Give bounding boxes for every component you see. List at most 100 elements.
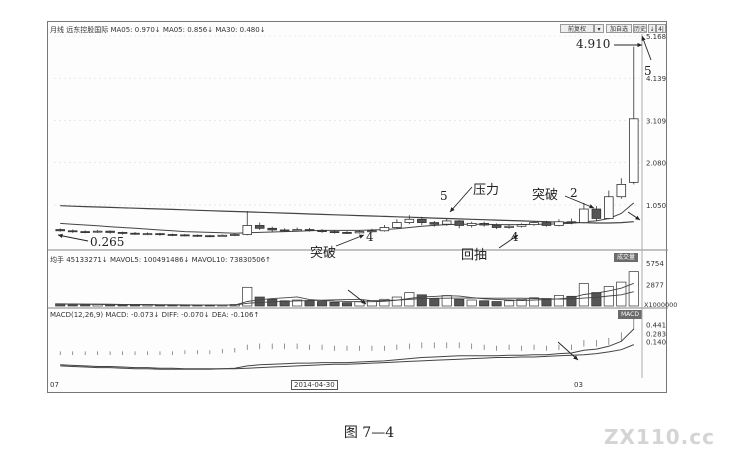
volume-header: 均手 45133271↓ MAVOL5: 100491486↓ MAVOL10:… [50, 256, 272, 264]
macd-tag[interactable]: MACD [618, 310, 642, 319]
volume-bar [341, 302, 353, 307]
volume-bar [242, 286, 253, 307]
candle [242, 225, 253, 235]
volume-tag[interactable]: 成交量 [614, 253, 639, 262]
wave-2-label: 2 [570, 186, 578, 200]
volume-bar [466, 299, 477, 307]
candle [404, 218, 415, 223]
volume-bar [566, 295, 577, 307]
candle [554, 221, 564, 226]
y-tick-label: 0.140 [646, 338, 666, 346]
diff-line [60, 328, 635, 370]
candle [629, 118, 639, 183]
candle [454, 220, 464, 226]
y-tick-label: 3.109 [646, 117, 666, 125]
volume-bar [553, 295, 564, 307]
y-tick-label: 2877 [646, 282, 664, 290]
chart-canvas: 5.1684.1393.1092.0801.05057542877X100000… [48, 33, 677, 378]
low-arrow [57, 234, 89, 242]
candle [466, 222, 477, 226]
volume-bar [454, 298, 465, 307]
candle [479, 222, 489, 226]
add-watchlist-button[interactable]: 加自选 [606, 24, 632, 33]
candle [317, 229, 327, 232]
breakout-left-arrow-head [359, 234, 364, 239]
history-button[interactable]: 历史 [633, 24, 647, 33]
macd-header: MACD(12,26,9) MACD: -0.073↓ DIFF: -0.070… [50, 311, 260, 319]
candle [192, 234, 203, 237]
breakout-right-arrow-head [589, 204, 594, 209]
candle [217, 234, 228, 237]
wave-4-right-label: 4 [511, 230, 519, 244]
high-arrow-head [637, 42, 642, 48]
chevron-down-icon[interactable]: ▾ [594, 24, 604, 33]
ma-short-line [60, 202, 635, 234]
candle [155, 233, 165, 236]
candle [67, 230, 78, 233]
candle [367, 230, 377, 233]
candle [304, 229, 315, 231]
price-header: 月线 远东控股国际 MA05: 0.970↓ MA05: 0.856↓ MA30… [50, 26, 266, 34]
volume-bar [391, 296, 402, 307]
volume-bar [267, 298, 278, 307]
figure-caption: 图 7—4 [343, 425, 395, 441]
candle [230, 234, 240, 236]
wave-5-label: 5 [440, 189, 448, 203]
macd-arrow-head [573, 355, 578, 360]
pullback-label: 回抽 [461, 248, 488, 263]
candle [167, 234, 178, 236]
dea-line [60, 344, 634, 370]
candle [417, 218, 427, 223]
breakout-left-label: 突破 [310, 246, 337, 261]
watermark: ZX110.cc [604, 425, 715, 449]
collapse-icon[interactable]: 4| [656, 24, 666, 33]
candle [616, 184, 627, 198]
pullback-arrow-head [513, 235, 518, 240]
candle [566, 221, 577, 224]
volume-bar [441, 295, 452, 307]
candle [92, 230, 103, 233]
y-tick-label: 5754 [646, 260, 664, 268]
y-tick-label: 4.139 [646, 75, 666, 83]
y-tick-label: 2.080 [646, 160, 666, 168]
adjust-dropdown[interactable]: 前复权 [560, 24, 594, 33]
volume-bar [304, 300, 315, 307]
candle [329, 231, 340, 233]
volume-bar [379, 298, 390, 307]
download-icon[interactable]: ↓ [648, 24, 656, 33]
candle [205, 235, 215, 238]
volume-bar [429, 298, 440, 307]
x-date-marker: 2014-04-30 [291, 380, 338, 390]
breakout-left-arrow [335, 234, 365, 247]
x-tick-label: 03 [574, 381, 583, 389]
candle [429, 222, 440, 225]
wave-5-top-label: 5 [644, 64, 652, 78]
candle [591, 208, 602, 219]
candle [441, 220, 452, 225]
wave2-arrow-head [635, 215, 640, 220]
candle [130, 232, 140, 235]
resistance-label: 压力 [473, 183, 500, 198]
candle [80, 231, 90, 233]
low-arrow-head [58, 233, 63, 239]
candle [541, 222, 552, 226]
candle [579, 208, 589, 223]
volume-bar [329, 301, 340, 307]
wave5-arrow-head [641, 36, 646, 41]
candle [392, 222, 402, 228]
volume-bar [292, 299, 303, 307]
wave-4-left-label: 4 [366, 230, 374, 244]
y-tick-label: 5.168 [646, 33, 666, 41]
volume-bar [504, 300, 515, 307]
low-price-label: 0.265 [90, 235, 125, 249]
breakout-right-arrow [564, 195, 595, 209]
candle [604, 196, 614, 219]
volume-bar [254, 296, 265, 307]
x-tick-label: 07 [50, 381, 59, 389]
candle [504, 225, 514, 228]
volume-bar [628, 271, 639, 307]
volume-bar [528, 297, 540, 307]
resist-arrow-head [450, 207, 455, 212]
chart-frame: 月线 远东控股国际 MA05: 0.970↓ MA05: 0.856↓ MA30… [47, 21, 677, 393]
candle [516, 224, 527, 227]
